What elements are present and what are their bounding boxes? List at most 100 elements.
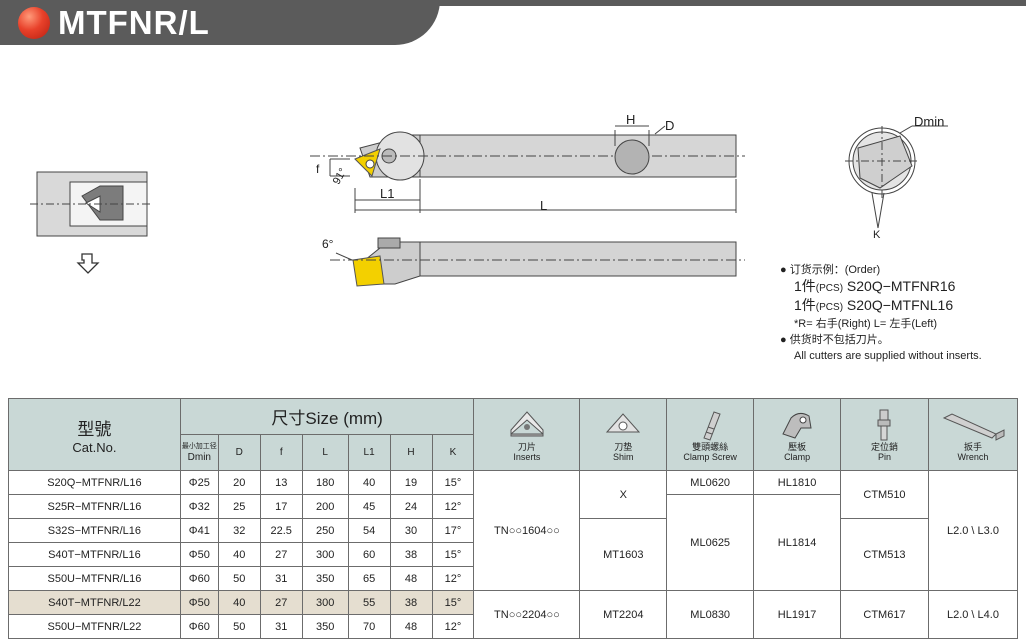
col-header-L: L [301,434,349,471]
cell-H: 24 [389,494,433,519]
shim-x: X [579,470,668,519]
clamp-screw-icon [703,410,721,441]
cell-f: 27 [259,542,303,567]
cell-L1: 40 [347,470,391,495]
cell-L1: 65 [347,566,391,591]
insert-note-cn: ● 供货时不包括刀片。 [780,334,889,346]
col-header-f: f [259,434,303,471]
hand-legend: *R= 右手(Right) L= 左手(Left) [794,318,938,330]
shim-1603: MT1603 [579,518,668,591]
cell-L1: 45 [347,494,391,519]
dim-label-H: H [626,112,635,127]
size-header: 尺寸Size (mm) [179,398,475,435]
cell-D: 20 [217,470,261,495]
cell-L: 180 [301,470,349,495]
screw-0625: ML0625 [666,494,755,591]
dim-label-L: L [540,198,547,213]
dim-label-L1: L1 [380,186,394,201]
order-notes: ● 订货示例：(Order) 1件(PCS) S20Q−MTFNR16 1件(P… [780,262,1026,364]
table-row: S50U−MTFNR/L22 Φ60 50 31 350 70 48 12° [8,614,1018,639]
cell-H: 30 [389,518,433,543]
order-example-left: 1件(PCS) S20Q−MTFNL16 [794,297,954,313]
insert-22: TN○○2204○○ [473,590,581,639]
cell-L: 350 [301,614,349,639]
table-row: S40T−MTFNR/L22 Φ50 40 27 300 55 38 15° T… [8,590,1019,639]
cell-dmin: Φ60 [179,566,219,591]
pin-icon [877,409,891,440]
cell-K: 12° [431,614,475,639]
dim-label-angle6: 6° [322,237,334,251]
dmin-header: 最小加工径 Dmin [179,434,219,471]
cat-no: S40T−MTFNR/L22 [8,590,181,615]
cell-L1: 54 [347,518,391,543]
cell-L: 350 [301,566,349,591]
cell-K: 15° [431,470,475,495]
wrench-16: L2.0 \ L3.0 [927,470,1019,591]
cell-dmin: Φ32 [179,494,219,519]
shim-icon [606,412,641,432]
cell-f: 27 [259,590,303,615]
table-row: S50U−MTFNR/L16 Φ60 50 31 350 65 48 12° [8,566,1018,591]
boring-bar-side-view [330,237,745,287]
wrench-22: L2.0 \ L4.0 [927,590,1019,639]
cell-K: 17° [431,518,475,543]
cell-L: 300 [301,542,349,567]
red-ball-icon [18,7,50,39]
cell-L1: 55 [347,590,391,615]
order-example-right: 1件(PCS) S20Q−MTFNR16 [794,278,956,294]
cell-H: 38 [389,542,433,567]
cell-D: 40 [217,590,261,615]
cell-dmin: Φ50 [179,590,219,615]
cat-no: S50U−MTFNR/L22 [8,614,181,639]
insert-16: TN○○1604○○ [473,470,581,591]
order-heading: ● 订货示例：(Order) [780,264,881,276]
dim-label-Dmin: Dmin [914,114,944,129]
cell-f: 13 [259,470,303,495]
cat-no: S40T−MTFNR/L16 [8,542,181,567]
cell-dmin: Φ41 [179,518,219,543]
cell-dmin: Φ60 [179,614,219,639]
pin-617: CTM617 [840,590,929,639]
cell-K: 15° [431,542,475,567]
cat-no: S32S−MTFNR/L16 [8,518,181,543]
col-header-D: D [217,434,261,471]
cell-L1: 60 [347,542,391,567]
dim-label-f: f [316,162,320,176]
screw-0620: ML0620 [666,470,755,495]
cell-D: 50 [217,566,261,591]
dim-label-D: D [665,118,674,133]
cell-K: 12° [431,494,475,519]
col-header-K: K [431,434,475,471]
screw-0830: ML0830 [666,590,755,639]
col-header-L1: L1 [347,434,391,471]
boring-bar-end-view [845,125,948,229]
cell-f: 31 [259,614,303,639]
title-banner [0,0,1026,45]
cell-H: 38 [389,590,433,615]
table-row: S32S−MTFNR/L16 Φ41 32 22.5 250 54 30 17°… [8,518,1018,591]
clamp-1814: HL1814 [753,494,842,591]
cat-no: S20Q−MTFNR/L16 [8,470,181,495]
wrench-icon [942,412,1005,441]
col-header-H: H [389,434,433,471]
cell-K: 12° [431,566,475,591]
cell-L: 200 [301,494,349,519]
boring-application-diagram [30,171,150,237]
cell-dmin: Φ25 [179,470,219,495]
clamp-1810: HL1810 [753,470,842,495]
clamp-icon [782,412,812,439]
dim-label-angle91: 91° [331,166,350,186]
cell-f: 31 [259,566,303,591]
cell-D: 32 [217,518,261,543]
insert-icon [510,410,544,436]
cell-D: 25 [217,494,261,519]
cell-dmin: Φ50 [179,542,219,567]
page-title: MTFNR/L [58,4,210,41]
cell-L: 300 [301,590,349,615]
catno-header: 型號 Cat.No. [8,398,181,471]
